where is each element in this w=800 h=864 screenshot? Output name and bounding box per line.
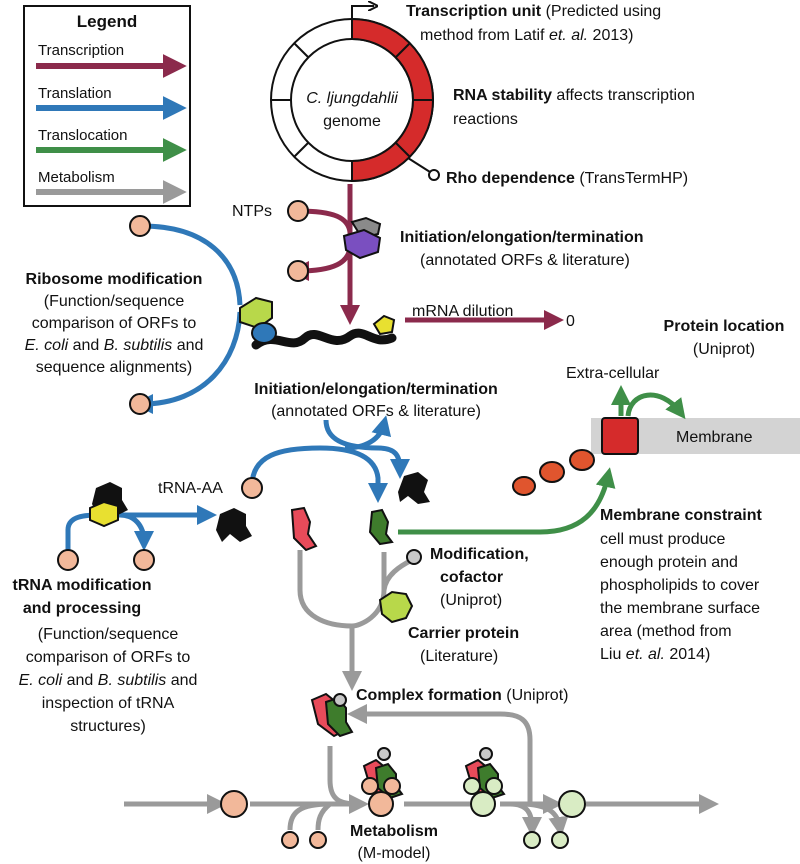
trna-aa-circle xyxy=(241,477,263,499)
ribosome-blue-subunit xyxy=(251,322,277,344)
metabolite-coproduct-2 xyxy=(551,831,569,849)
trna-mod-l5: structures) xyxy=(70,718,146,735)
legend: Legend Transcription Translation Translo… xyxy=(23,5,191,207)
modification-l2: cofactor xyxy=(440,569,503,586)
membrane-constraint-l6: Liu et. al. 2014) xyxy=(600,646,710,663)
membrane-constraint-title: Membrane constraint xyxy=(600,507,762,524)
mrna-dilution-zero: 0 xyxy=(566,313,575,330)
ribosome-mod-title: Ribosome modification xyxy=(26,271,203,288)
metabolism-title: Metabolism xyxy=(350,823,438,840)
trna-mod-l1: (Function/sequence xyxy=(38,626,179,643)
transcription-unit-label: Transcription unit (Predicted using xyxy=(406,3,661,20)
rna-stability-line2: reactions xyxy=(453,111,518,128)
carrier-sub: (Literature) xyxy=(420,648,498,665)
trna-mod-l3: E. coli and B. subtilis and xyxy=(19,672,198,689)
metabolite-product xyxy=(558,790,586,818)
translocation-arrows xyxy=(398,385,686,535)
legend-title: Legend xyxy=(77,12,137,31)
trna-mod-title2: and processing xyxy=(23,600,141,617)
trna-shape-mid xyxy=(216,508,252,542)
translation-arrows xyxy=(249,415,410,503)
rna-stability-label: RNA stability affects transcription xyxy=(453,87,695,104)
ribosome-protein-green xyxy=(239,296,273,330)
promoter-arrow xyxy=(351,6,374,19)
ntp-circle-in xyxy=(287,200,309,222)
cofactor-circle xyxy=(406,549,422,565)
carrier-protein-icon xyxy=(378,590,414,624)
genome-circle: C. ljungdahlii genome xyxy=(270,6,440,183)
ribo-circle-top xyxy=(129,215,151,237)
membrane-constraint-l5: area (method from xyxy=(600,623,732,640)
init-mid-subtitle: (annotated ORFs & literature) xyxy=(271,403,481,420)
legend-label-translocation: Translocation xyxy=(38,127,128,144)
extracellular-label: Extra-cellular xyxy=(566,365,660,382)
trna-shape-right xyxy=(398,472,430,504)
trna-mod-title1: tRNA modification xyxy=(13,577,152,594)
polypeptide-green xyxy=(368,508,394,546)
genome-organism: C. ljungdahlii xyxy=(306,90,398,107)
membrane-constraint-l3: phospholipids to cover xyxy=(600,577,760,594)
complex-formation-label: Complex formation (Uniprot) xyxy=(356,687,568,704)
trna-circle-left xyxy=(57,549,79,571)
ribosome-mod-l4: sequence alignments) xyxy=(36,359,193,376)
legend-label-transcription: Transcription xyxy=(38,42,124,59)
protein-blob-2 xyxy=(539,461,565,483)
modification-l1: Modification, xyxy=(430,546,529,563)
metabolite-substrate xyxy=(220,790,248,818)
legend-label-translation: Translation xyxy=(38,85,112,102)
ribosome-mod-l3: E. coli and B. subtilis and xyxy=(25,337,204,354)
ribosome-modification-arrows xyxy=(133,223,243,414)
enzyme-complex-1 xyxy=(361,747,404,817)
modification-sub: (Uniprot) xyxy=(440,592,502,609)
metabolite-byproduct-1 xyxy=(281,831,299,849)
metabolism-sub: (M-model) xyxy=(358,845,431,862)
protein-location-title: Protein location xyxy=(664,318,785,335)
membrane-constraint-l2: enough protein and xyxy=(600,554,738,571)
rna-polymerase-icon xyxy=(342,216,382,260)
ribo-circle-bottom xyxy=(129,393,151,415)
terminator-icon xyxy=(428,169,440,181)
trna-aa-label: tRNA-AA xyxy=(158,480,223,497)
protein-location-sub: (Uniprot) xyxy=(693,341,755,358)
trna-mod-l2: comparison of ORFs to xyxy=(26,649,191,666)
metabolism-arrows xyxy=(124,704,719,837)
ntp-circle-out xyxy=(287,260,309,282)
enzyme-complex-2 xyxy=(463,747,506,817)
init-top-subtitle: (annotated ORFs & literature) xyxy=(420,252,630,269)
complex-cofactor xyxy=(333,693,347,707)
carrier-title: Carrier protein xyxy=(408,625,519,642)
ribosome-mod-l1: (Function/sequence xyxy=(44,293,185,310)
init-mid-title: Initiation/elongation/termination xyxy=(254,381,498,398)
protein-blob-3 xyxy=(512,476,536,496)
ntps-label: NTPs xyxy=(232,203,272,220)
genome-word: genome xyxy=(323,113,381,130)
polypeptide-red xyxy=(290,506,318,552)
ribosome-mod-l2: comparison of ORFs to xyxy=(32,315,197,332)
metabolite-byproduct-2 xyxy=(309,831,327,849)
trna-circle-right xyxy=(133,549,155,571)
membrane-label: Membrane xyxy=(676,429,753,446)
trna-modifier-yellow xyxy=(89,500,119,528)
transcription-unit-method: method from Latif et. al. 2013) xyxy=(420,27,633,44)
legend-label-metabolism: Metabolism xyxy=(38,169,115,186)
ribosome-icon xyxy=(239,296,397,350)
membrane-constraint-l4: the membrane surface xyxy=(600,600,760,617)
metabolite-coproduct-1 xyxy=(523,831,541,849)
mrna-strand xyxy=(251,328,397,350)
membrane-protein-square xyxy=(601,417,639,455)
protein-blob-1 xyxy=(569,449,595,471)
trna-mod-l4: inspection of tRNA xyxy=(42,695,175,712)
membrane-constraint-l1: cell must produce xyxy=(600,531,725,548)
init-top-title: Initiation/elongation/termination xyxy=(400,229,644,246)
ribosome-protein-yellow xyxy=(372,314,396,336)
rho-dependence-label: Rho dependence (TransTermHP) xyxy=(446,170,688,187)
mrna-dilution-label: mRNA dilution xyxy=(412,303,513,320)
